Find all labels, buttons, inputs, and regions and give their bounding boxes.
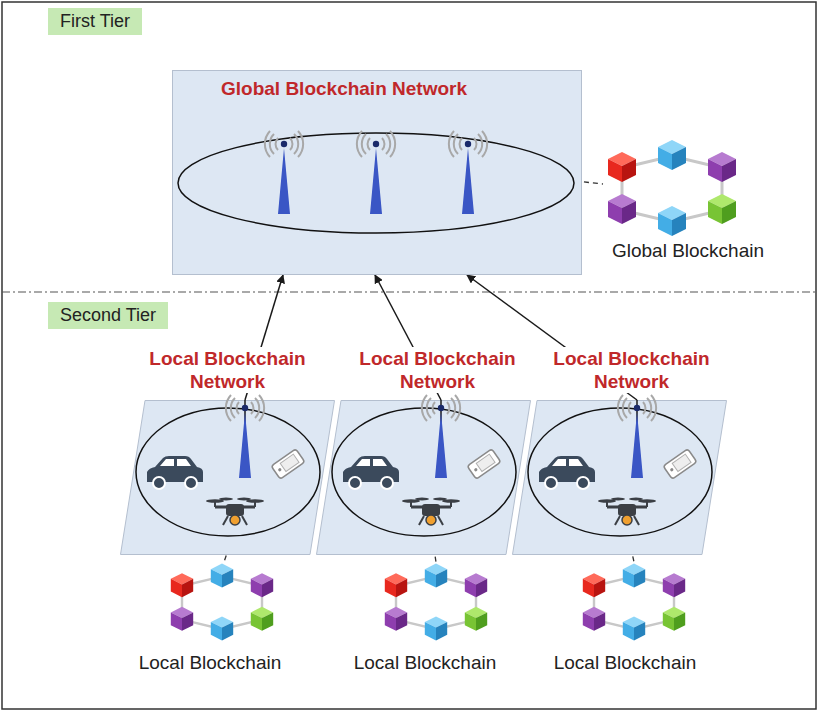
network-title: Local Blockchain Network: [133, 347, 323, 393]
global-blockchain-icon: [608, 140, 736, 236]
local-network-box: Local Blockchain Network: [316, 400, 531, 555]
local-network-box: Local Blockchain Network: [512, 400, 727, 555]
global-network-box: Global Blockchain Network: [172, 70, 582, 275]
vehicle-icon: [539, 456, 595, 489]
base-station-icon: [422, 395, 460, 478]
phone-icon: [467, 449, 501, 479]
vehicle-icon: [343, 456, 399, 489]
network-title: Local Blockchain Network: [343, 347, 533, 393]
tier-tag: Second Tier: [48, 302, 168, 329]
blockchain-caption: Global Blockchain: [612, 240, 764, 262]
network-ellipse: [528, 408, 712, 536]
phone-icon: [271, 449, 305, 479]
drone-icon: [402, 498, 460, 526]
blockchain-caption: Local Blockchain: [554, 652, 697, 674]
local-network-box: Local Blockchain Network: [120, 400, 335, 555]
network-ellipse: [332, 408, 516, 536]
drone-icon: [206, 498, 264, 526]
tier-divider: [2, 291, 816, 292]
blockchain-caption: Local Blockchain: [139, 652, 282, 674]
network-panel: [317, 401, 531, 555]
phone-icon: [663, 449, 697, 479]
network-panel: [513, 401, 727, 555]
base-station-icon: [357, 131, 395, 214]
network-illustration: [173, 71, 583, 276]
blockchain-caption: Local Blockchain: [354, 652, 497, 674]
tier-tag: First Tier: [48, 8, 142, 35]
local-blockchain-icon: [583, 564, 685, 641]
network-ellipse: [136, 408, 320, 536]
network-title: Local Blockchain Network: [537, 347, 727, 393]
base-station-icon: [618, 395, 656, 478]
base-station-icon: [449, 131, 487, 214]
network-illustration: [120, 400, 335, 555]
local-blockchain-icon: [385, 564, 487, 641]
network-title: Global Blockchain Network: [173, 71, 581, 100]
local-blockchain-icon: [171, 564, 273, 641]
network-illustration: [512, 400, 727, 555]
network-panel: [121, 401, 335, 555]
tier-label: Second Tier: [60, 305, 156, 326]
vehicle-icon: [147, 456, 203, 489]
tier-label: First Tier: [60, 11, 130, 32]
network-illustration: [316, 400, 531, 555]
base-station-icon: [226, 395, 264, 478]
drone-icon: [598, 498, 656, 526]
base-station-icon: [265, 131, 303, 214]
